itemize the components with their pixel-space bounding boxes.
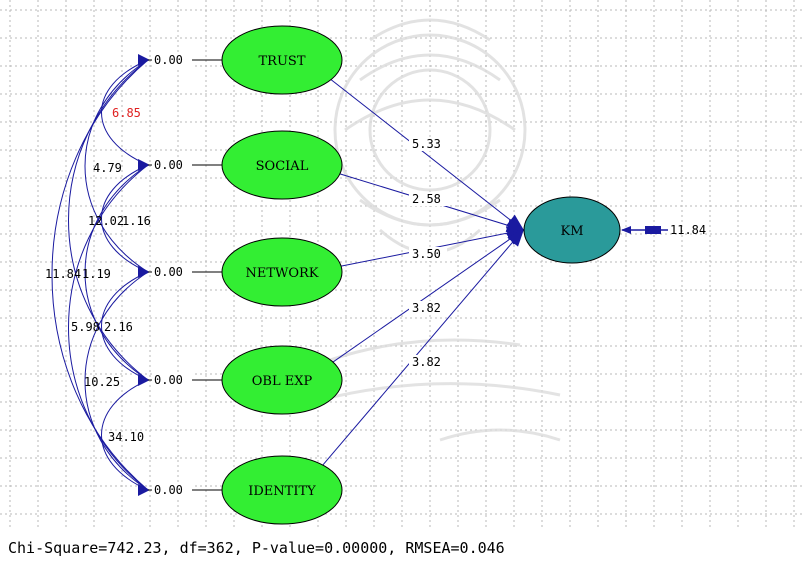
error-variance-label: 11.84 [670,223,706,237]
structural-paths: 5.33 2.58 3.50 3.82 3.82 [322,79,525,466]
covariance-curve [101,164,149,273]
coefficient-label-bg [409,355,447,369]
latent-label: TRUST [259,54,306,69]
latent-label: SOCIAL [256,159,309,174]
coefficient-label-bg [409,247,447,261]
latent-label: IDENTITY [248,484,316,499]
covariance-curve [84,164,149,381]
covariance-curve [101,59,149,166]
path-coefficient: 3.50 [412,247,441,261]
path-coefficient: 3.82 [412,301,441,315]
variance-label: 0.00 [154,373,183,387]
covariance-label: 6.85 [112,106,141,120]
latent-ellipse[interactable] [221,130,343,200]
covariance-arrowhead [138,159,150,171]
variance-label: 0.00 [154,265,183,279]
outcome-label: KM [560,224,583,239]
covariance-curve [101,271,149,381]
structural-path-obl-exp [332,228,525,363]
coefficient-label-bg [409,192,447,206]
latent-ellipse[interactable] [221,25,343,95]
latent-node-trust[interactable]: 0.00 TRUST [148,25,343,95]
variance-label-bg [152,482,192,497]
covariance-curve [68,164,149,491]
latent-node-obl-exp[interactable]: 0.00 OBL EXP [148,345,343,415]
variance-label-bg [152,157,192,172]
outcome-error: 11.84 [621,223,706,237]
latent-ellipse[interactable] [221,455,343,525]
covariance-arrowhead [138,374,150,386]
covariance-label: 5.98 [71,320,100,334]
covariance-curve [101,379,149,491]
covariance-label: 4.79 [93,161,122,175]
covariance-label: 2.16 [104,320,133,334]
covariance-curve [84,271,149,491]
latent-ellipse[interactable] [221,345,343,415]
structural-path-trust [330,79,525,232]
structural-path-identity [322,228,525,466]
latent-label: NETWORK [245,266,318,281]
covariance-arrowhead [138,484,150,496]
variance-label: 0.00 [154,483,183,497]
covariance-label: 1.19 [82,267,111,281]
latent-label: OBL EXP [252,374,313,389]
covariance-label: 12.02 [88,214,124,228]
path-coefficient: 3.82 [412,355,441,369]
fit-statistics: Chi-Square=742.23, df=362, P-value=0.000… [8,539,505,557]
variance-label: 0.00 [154,158,183,172]
latent-node-network[interactable]: 0.00 NETWORK [148,237,343,307]
variance-label-bg [152,372,192,387]
covariance-label: 1.16 [122,214,151,228]
variance-label: 0.00 [154,53,183,67]
latent-node-social[interactable]: 0.00 SOCIAL [148,130,343,200]
outcome-ellipse[interactable] [523,196,621,264]
covariance-arrowhead [138,54,150,66]
coefficient-label-bg [409,301,447,315]
covariance-curve [84,59,149,273]
variance-label-bg [152,264,192,279]
coefficient-label-bg [409,137,447,151]
variance-label-bg [152,52,192,67]
latent-ellipse[interactable] [221,237,343,307]
covariance-label: 34.10 [108,430,144,444]
outcome-km-node[interactable]: KM [523,196,621,264]
covariance-arrowhead [138,266,150,278]
covariance-label: 11.84 [45,267,81,281]
covariance-label: 10.25 [84,375,120,389]
watermark-emblem [319,18,561,442]
covariance-curve [68,59,149,381]
latent-node-identity[interactable]: 0.00 IDENTITY [148,455,343,525]
background-grid [0,0,802,530]
path-coefficient: 5.33 [412,137,441,151]
path-coefficient: 2.58 [412,192,441,206]
